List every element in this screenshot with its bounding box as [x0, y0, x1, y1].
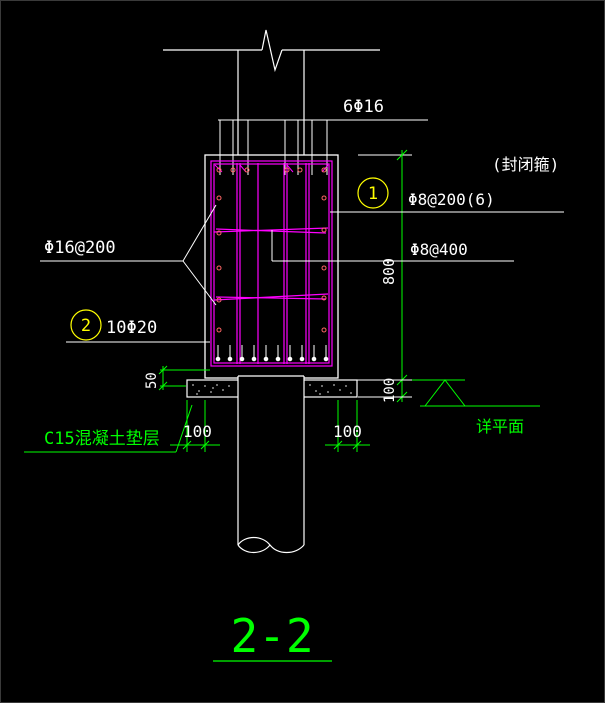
bottom-bars — [215, 345, 329, 362]
offset-right-text: 100 — [333, 422, 362, 441]
callout-1-number: 1 — [368, 184, 378, 204]
annotation-leaders — [40, 204, 564, 343]
rebar-dots — [216, 167, 327, 333]
rebar-cage — [210, 160, 333, 367]
section-title: 2-2 — [230, 609, 313, 663]
height-dim-text: 800 — [380, 258, 398, 285]
level-label: 详平面 — [476, 417, 524, 436]
level-symbol — [412, 379, 540, 407]
callout-2-number: 2 — [81, 316, 91, 336]
bottom-bars-label: 10Φ20 — [106, 318, 157, 338]
callout-2-circle — [70, 309, 102, 341]
offset-left-text: 100 — [183, 422, 212, 441]
side-bars-label: Φ16@200 — [44, 238, 116, 258]
pad-right-dim-text: 100 — [382, 378, 398, 403]
height-dimension — [340, 149, 412, 403]
callout-1-circle — [357, 177, 389, 209]
stirrup-1-label: Φ8@200(6) — [408, 190, 495, 209]
closed-stirrup-label: (封闭箍) — [492, 155, 559, 174]
pad-leader-diag — [175, 404, 193, 453]
pad-dimension-left — [158, 365, 210, 391]
pad-label: C15混凝土垫层 — [44, 429, 160, 449]
beam-outline — [204, 154, 339, 379]
top-bar-leaders — [218, 119, 428, 175]
offset-dimensions — [170, 400, 370, 452]
concrete-pad — [186, 376, 358, 398]
pile — [237, 375, 305, 554]
pad-left-dim-text: 50 — [144, 372, 160, 389]
top-bars-label: 6Φ16 — [343, 97, 384, 117]
tie-label: Φ8@400 — [410, 240, 468, 259]
upper-column — [163, 29, 380, 155]
